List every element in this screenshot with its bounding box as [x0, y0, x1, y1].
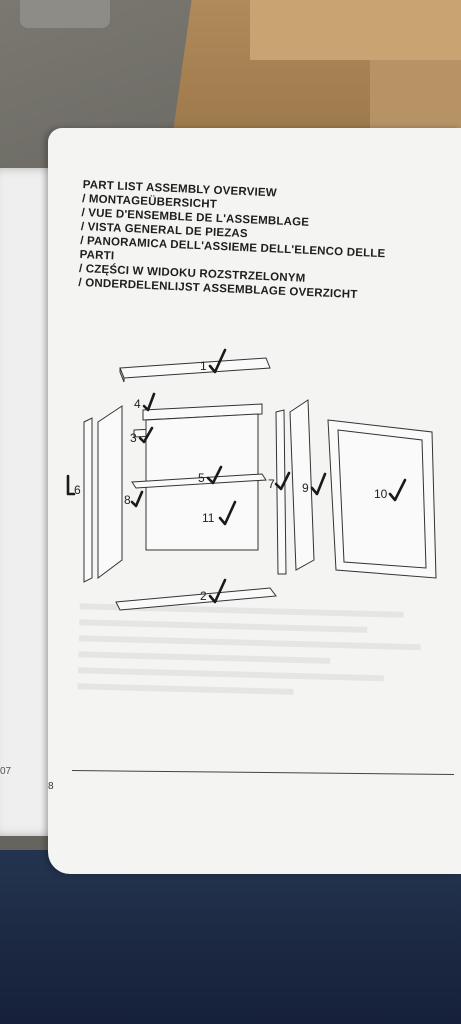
cardboard-flap — [250, 0, 461, 60]
part-9-side — [289, 399, 315, 571]
part-label: 5 — [198, 471, 205, 485]
part-label: 4 — [134, 397, 141, 411]
exploded-diagram: 1 2 3 4 5 6 7 8 9 10 11 — [66, 348, 437, 611]
part-label: 8 — [124, 493, 131, 507]
left-page-number: 07 — [0, 766, 12, 777]
part-label: 9 — [302, 481, 309, 495]
part-label: 2 — [200, 589, 207, 603]
part-label: 6 — [74, 483, 81, 497]
part-5-shelf — [131, 473, 267, 489]
page-number: 8 — [48, 781, 54, 792]
part-2-panel — [115, 587, 277, 611]
check-mark — [66, 474, 76, 496]
check-mark — [218, 500, 237, 526]
part-label: 7 — [268, 477, 275, 491]
part-7-side — [275, 409, 287, 575]
check-mark — [388, 478, 407, 502]
part-4-rail — [142, 403, 263, 421]
check-mark — [208, 578, 227, 604]
jeans-lap — [0, 850, 461, 1024]
check-mark — [130, 490, 144, 508]
check-mark — [208, 348, 227, 374]
check-mark — [206, 465, 223, 485]
plastic-bag — [20, 0, 110, 28]
page-rule — [72, 769, 454, 776]
page-headings: PART LIST ASSEMBLY OVERVIEW / MONTAGEÜBE… — [78, 178, 453, 306]
check-mark — [310, 472, 327, 496]
part-label: 10 — [374, 487, 388, 501]
check-mark — [274, 471, 291, 491]
check-mark — [138, 426, 154, 444]
part-8-side — [97, 405, 123, 579]
part-label: 11 — [202, 511, 215, 525]
part-1-panel — [119, 357, 271, 379]
part-label: 3 — [130, 431, 137, 445]
manual-page: PART LIST ASSEMBLY OVERVIEW / MONTAGEÜBE… — [48, 128, 461, 874]
check-mark — [142, 392, 156, 412]
part-10-door — [327, 419, 437, 579]
part-6-side — [83, 417, 93, 583]
part-label: 1 — [200, 359, 207, 373]
